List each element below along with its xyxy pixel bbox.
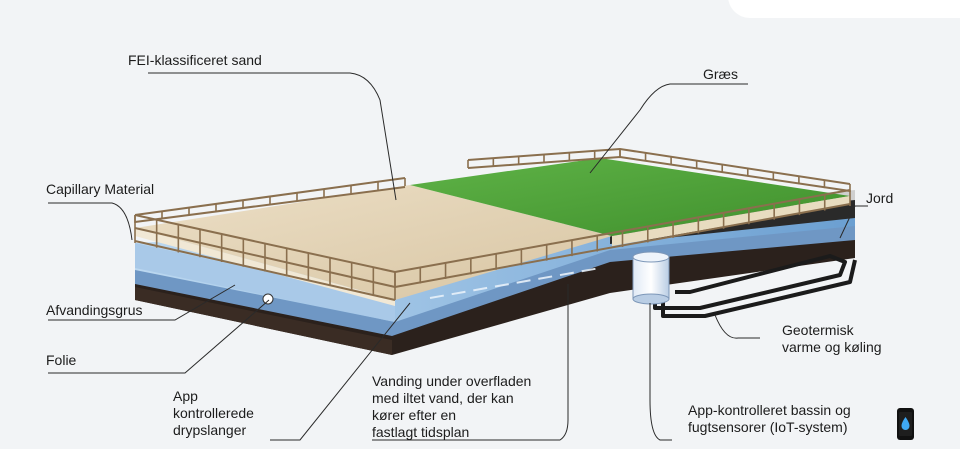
drip-line-marker	[262, 293, 274, 305]
leader-lines	[48, 72, 868, 441]
label-capillary: Capillary Material	[46, 181, 155, 197]
phone-icon	[897, 408, 914, 440]
label-soil: Jord	[866, 190, 894, 206]
grass-surface	[410, 158, 850, 246]
label-foil: Folie	[46, 352, 77, 368]
label-basin: App-kontrolleret bassin og fugtsensorer …	[688, 402, 851, 435]
label-sand: FEI-klassificeret sand	[128, 52, 262, 68]
label-grass: Græs	[703, 66, 738, 82]
water-drop-icon	[901, 417, 910, 430]
label-irrigation: Vanding under overfladen med iltet vand,…	[372, 373, 532, 440]
label-geothermal: Geotermisk varme og køling	[782, 322, 882, 355]
railing-posts	[134, 149, 851, 300]
geothermal-pipes	[653, 254, 857, 318]
label-drainage: Afvandingsgrus	[46, 302, 143, 318]
label-drip: App kontrollerede drypslanger	[173, 388, 254, 438]
corner-card	[728, 0, 960, 18]
basin-tank	[632, 251, 670, 305]
